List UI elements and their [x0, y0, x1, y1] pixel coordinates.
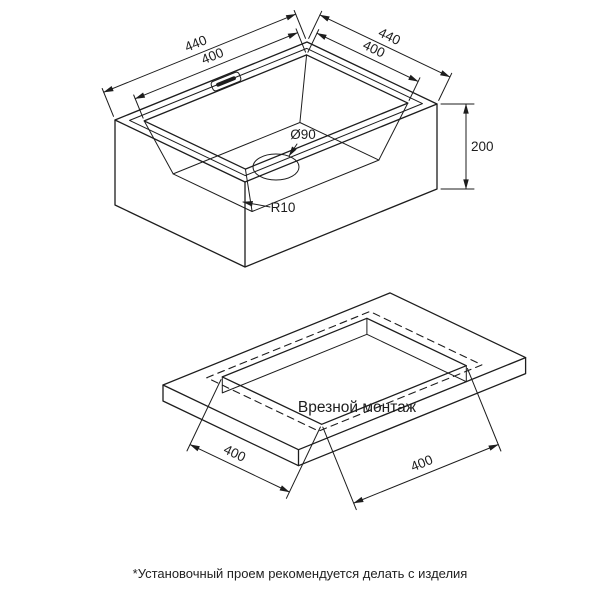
dimension-bowl-width-left: 400 [133, 28, 306, 119]
drain-diameter-label: Ø90 [290, 127, 316, 142]
dim-label-depth: 200 [471, 139, 494, 154]
sink-bowl-opening [143, 54, 409, 170]
sink-footprint-dashed-outline [206, 310, 483, 432]
dimension-depth: 200 [440, 103, 494, 190]
sink-bowl-corner-edges [143, 54, 409, 212]
dimension-cutout-right: 400 [322, 368, 502, 511]
installation-footnote: *Установочный проем рекомендуется делать… [133, 566, 468, 581]
drain-hole [252, 153, 300, 181]
cutout-mount-view: Врезной монтаж 400 400 [162, 292, 527, 511]
dimension-line [189, 444, 290, 493]
countertop-top-face [162, 292, 527, 451]
drain-callout: Ø90 [288, 127, 316, 157]
dimension-cutout-left: 400 [186, 379, 321, 499]
countertop-thickness-edges [162, 356, 527, 467]
sink-outer-rim [114, 41, 438, 183]
sink-bowl-bottom [172, 122, 380, 212]
cutout-inner-wall-edges [221, 317, 467, 394]
extension-lines [440, 103, 475, 190]
corner-radius-label: R10 [271, 200, 296, 215]
dim-label-cutout-right: 400 [408, 452, 435, 474]
dimension-line [134, 32, 299, 100]
extension-lines [186, 379, 321, 499]
extension-lines [322, 368, 502, 511]
sink-body-edges [114, 103, 438, 268]
leader-line [288, 143, 298, 157]
leader-line [242, 201, 271, 208]
mount-type-label: Врезной монтаж [298, 399, 417, 416]
dimension-bowl-width-right: 400 [307, 29, 421, 101]
extension-lines [133, 28, 306, 119]
sink-isometric-view: 440 400 440 400 [101, 10, 494, 268]
extension-lines [307, 29, 421, 101]
dimension-line [353, 444, 499, 504]
corner-radius-callout: R10 [242, 200, 296, 215]
dimension-line [316, 32, 419, 82]
